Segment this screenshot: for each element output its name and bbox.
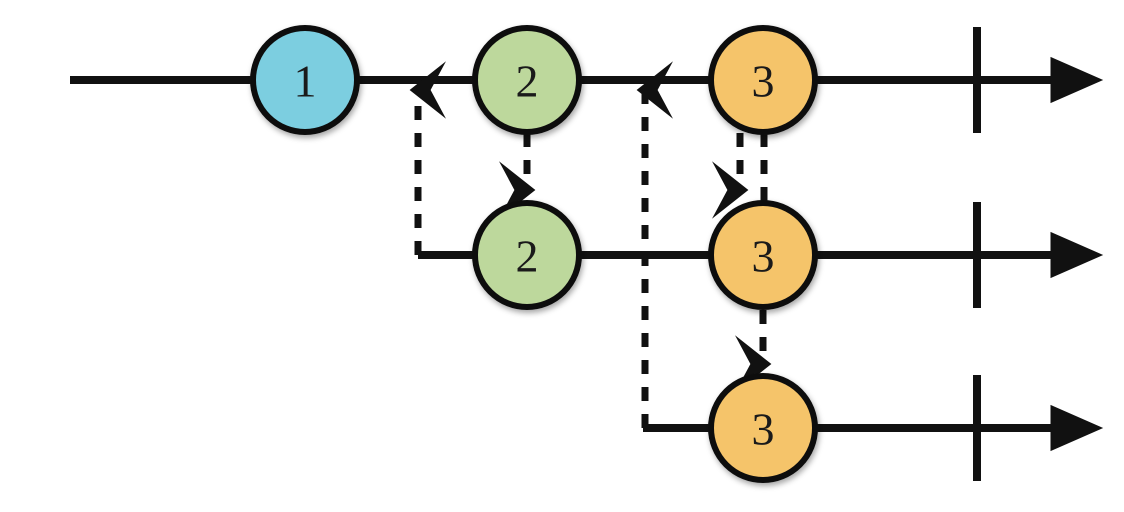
branch-links — [409, 61, 772, 428]
node-1-3-circle[interactable] — [708, 25, 818, 135]
node-1-1-circle[interactable] — [250, 25, 360, 135]
node-2-2-circle[interactable] — [708, 200, 818, 310]
node-1-2[interactable] — [472, 25, 582, 135]
node-3-1[interactable] — [708, 373, 818, 483]
node-3-1-circle[interactable] — [708, 373, 818, 483]
node-2-1-circle[interactable] — [472, 200, 582, 310]
timeline-3 — [643, 375, 1104, 481]
node-2-2[interactable] — [708, 200, 818, 310]
node-1-1[interactable] — [250, 25, 360, 135]
node-1-3[interactable] — [708, 25, 818, 135]
node-1-2-circle[interactable] — [472, 25, 582, 135]
node-2-1[interactable] — [472, 200, 582, 310]
